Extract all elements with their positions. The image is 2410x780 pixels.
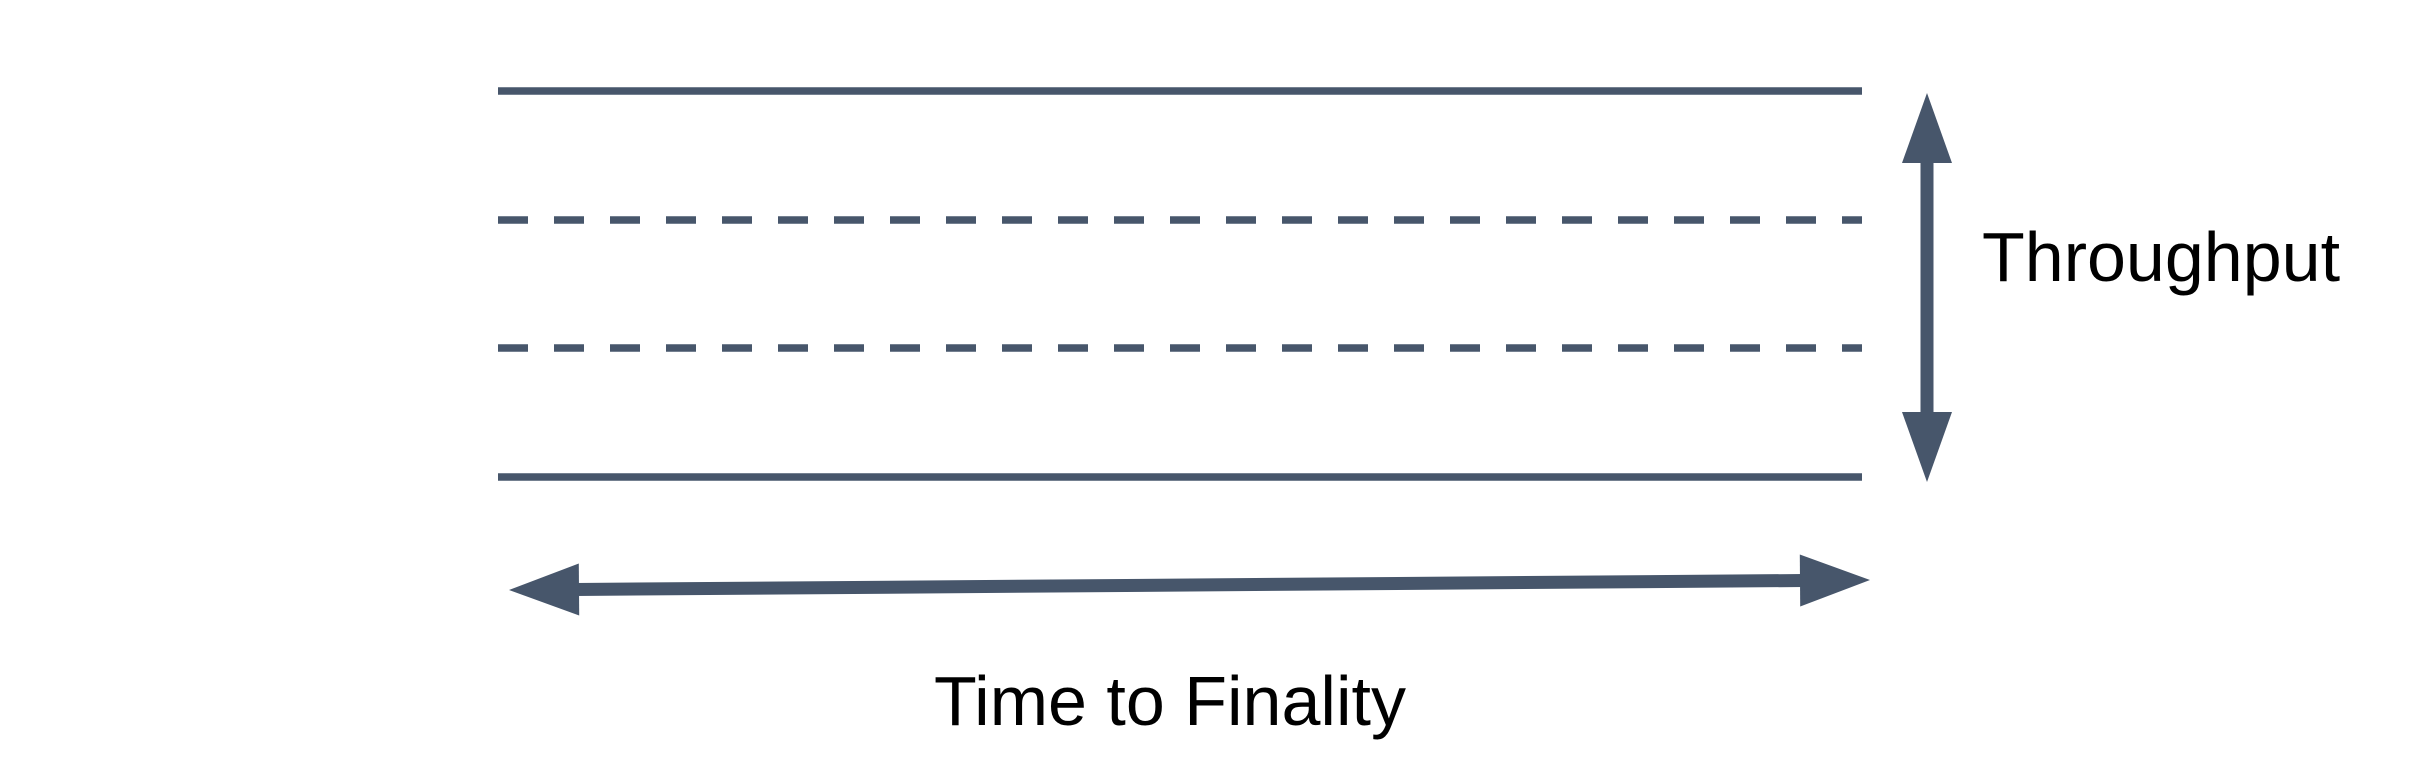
time-to-finality-label: Time to Finality [934, 662, 1406, 740]
throughput-label: Throughput [1982, 218, 2341, 296]
throughput-range-arrow [1902, 93, 1952, 482]
throughput-arrow-down-head-icon [1902, 412, 1952, 482]
time-to-finality-arrow-left-head-icon [509, 563, 580, 616]
time-to-finality-arrow-shaft [574, 574, 1805, 596]
time-to-finality-arrow [509, 554, 1870, 616]
throughput-arrow-up-head-icon [1902, 93, 1952, 163]
time-to-finality-arrow-right-head-icon [1799, 554, 1870, 607]
throughput-band [498, 87, 1862, 481]
